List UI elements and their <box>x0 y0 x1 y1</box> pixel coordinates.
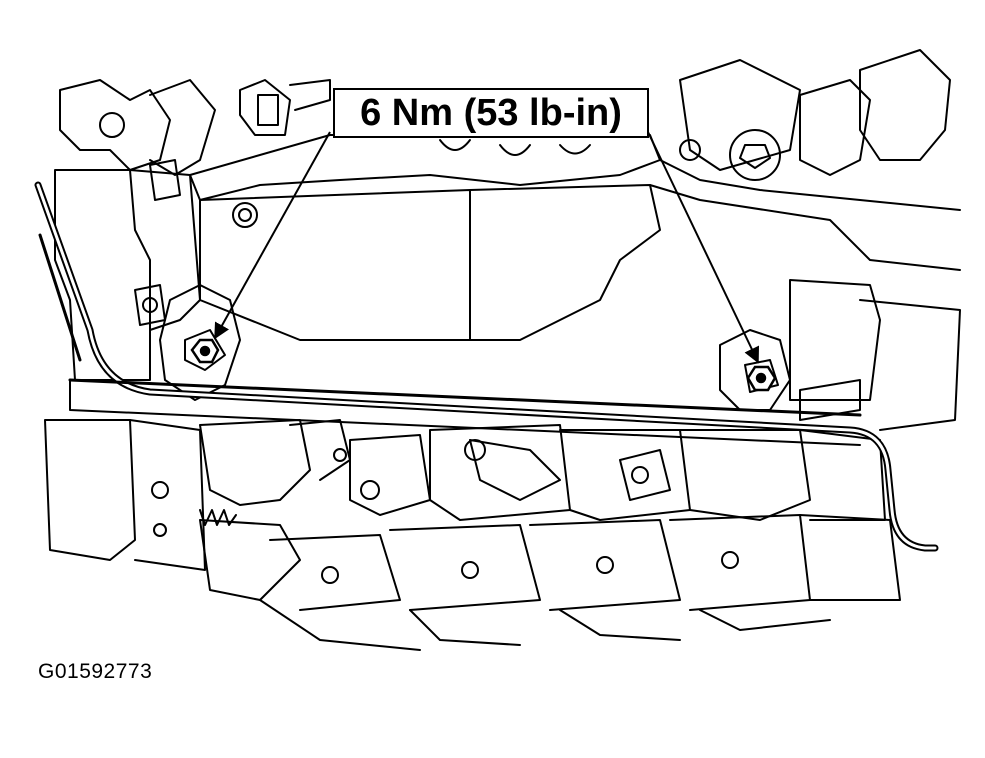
bolt-right <box>746 365 777 392</box>
leader-arrow-left <box>214 131 331 340</box>
torque-callout-text: 6 Nm (53 lb-in) <box>360 91 622 134</box>
engine-block-outline <box>44 49 961 651</box>
leader-arrow-right <box>647 131 760 364</box>
torque-callout: 6 Nm (53 lb-in) <box>333 88 649 138</box>
figure-id: G01592773 <box>38 660 153 683</box>
bolt-left <box>190 338 220 364</box>
leader-arrows <box>214 131 760 364</box>
fuel-line <box>34 181 939 552</box>
